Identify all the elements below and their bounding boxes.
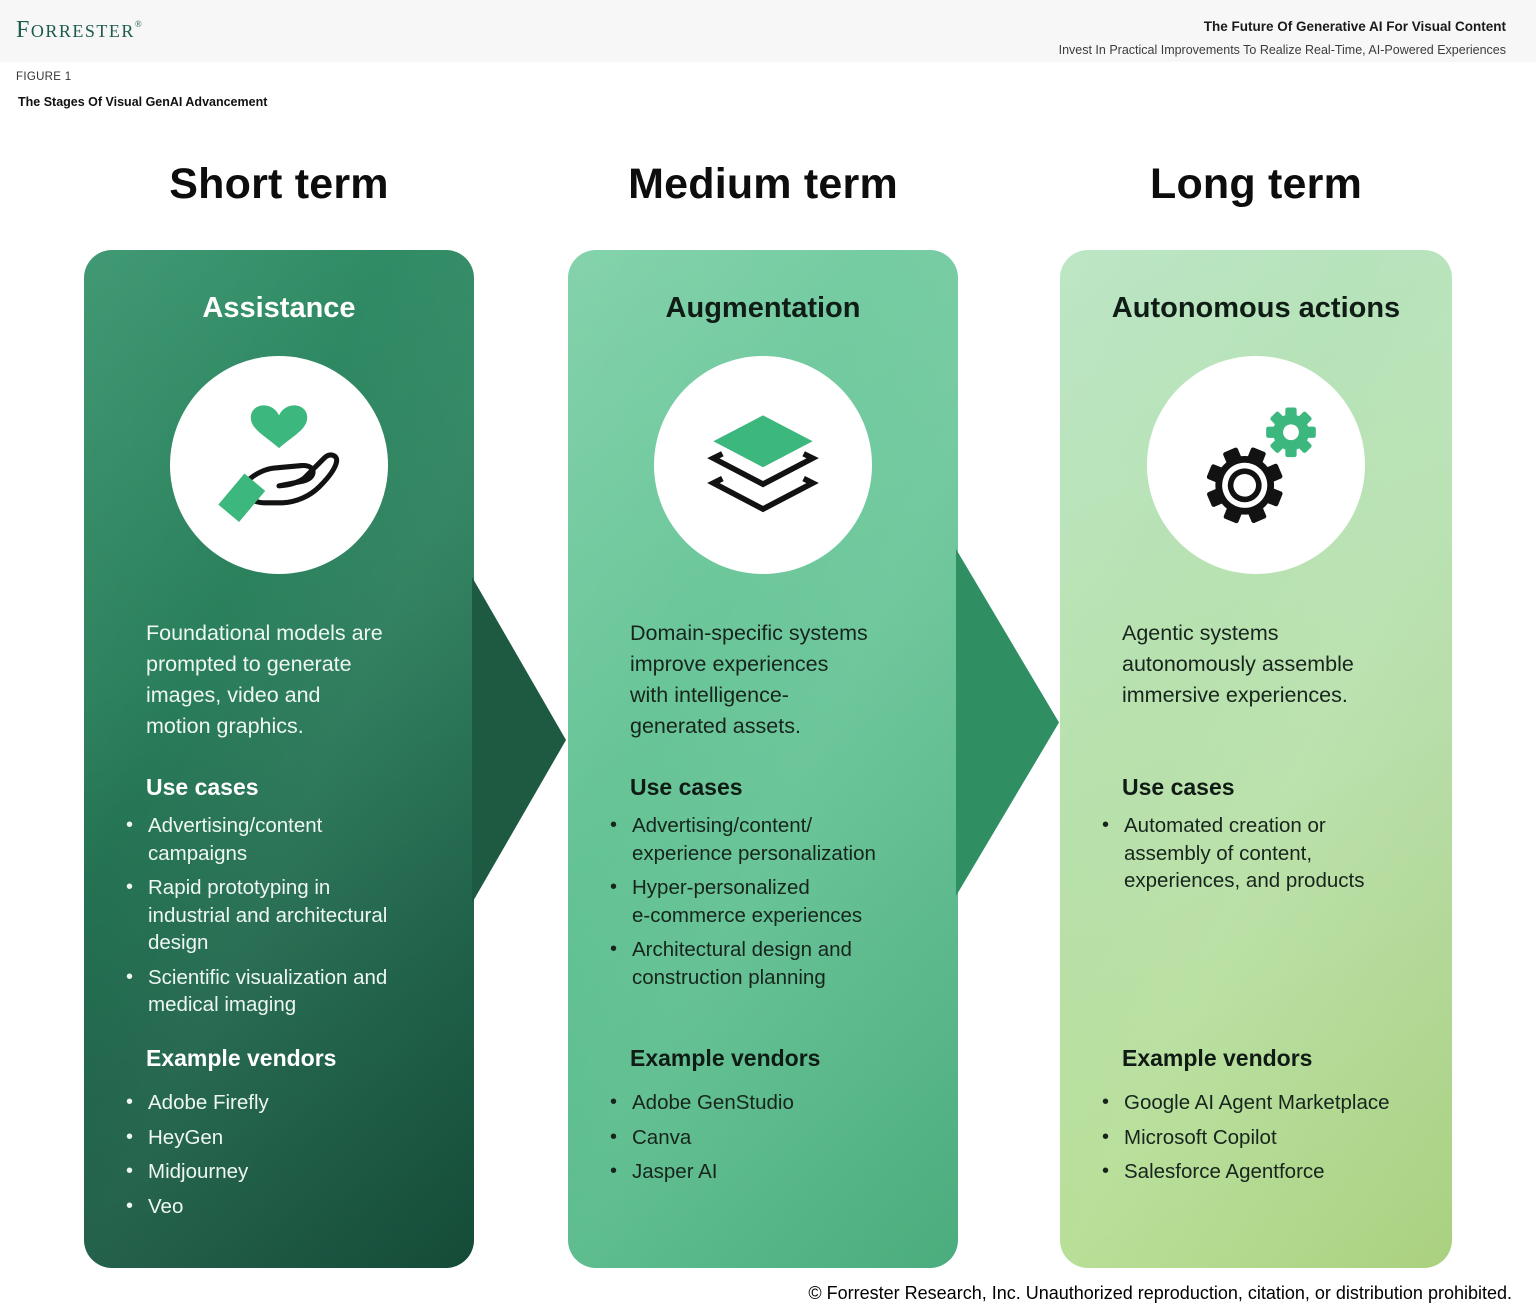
list-item: Google AI Agent Marketplace [1096,1089,1426,1117]
stage-description: Agentic systems autonomously assemble im… [1122,621,1354,707]
copyright-notice: © Forrester Research, Inc. Unauthorized … [808,1283,1512,1303]
list-item: Midjourney [120,1158,450,1186]
vendors-list: Adobe FireflyHeyGenMidjourneyVeo [120,1089,450,1227]
use-cases-list: Advertising/content campaignsRapid proto… [120,812,450,1026]
use-cases-heading: Use cases [630,774,743,800]
stage-arrow-medium-to-long [956,549,1059,896]
gears-icon [1177,386,1335,544]
list-item: Adobe GenStudio [604,1089,934,1117]
vendors-heading: Example vendors [146,1045,337,1071]
stage-card-autonomous-actions: Autonomous actions [1060,250,1452,1268]
use-cases-heading: Use cases [1122,774,1235,800]
vendors-heading: Example vendors [630,1045,821,1071]
report-header: The Future Of Generative AI For Visual C… [1059,19,1506,57]
use-cases-list: Advertising/content/ experience personal… [604,812,934,998]
list-item: Architectural design and construction pl… [604,936,934,991]
icon-circle [170,356,388,574]
report-subtitle: Invest In Practical Improvements To Real… [1058,43,1506,57]
icon-circle [1147,356,1365,574]
figure-label: FIGURE 1 [16,71,72,83]
logo-letter: F [16,17,31,43]
stage-title: Augmentation [665,292,861,324]
logo-text: ORRESTER [30,21,135,41]
vendors-list: Adobe GenStudioCanvaJasper AI [604,1089,934,1193]
layers-icon [684,386,842,544]
stage-arrow-short-to-medium [472,577,566,903]
list-item: Advertising/content campaigns [120,812,450,867]
list-item: Adobe Firefly [120,1089,450,1117]
hand-heart-icon [200,386,358,544]
term-heading: Long term [1149,160,1362,208]
registered-mark: ® [134,19,142,29]
term-heading: Medium term [628,160,898,208]
stage-title: Autonomous actions [1111,292,1401,324]
term-heading: Short term [169,160,389,208]
stage-card-assistance: Assistance Foundational models are promp… [84,250,474,1268]
column-medium-term: Medium term Augmentation Domain-specific… [568,160,958,1268]
list-item: Veo [120,1193,450,1221]
list-item: Canva [604,1124,934,1152]
vendors-list: Google AI Agent MarketplaceMicrosoft Cop… [1096,1089,1426,1193]
stage-description: Foundational models are prompted to gene… [146,621,383,738]
list-item: Automated creation or assembly of conten… [1096,812,1426,895]
list-item: Jasper AI [604,1158,934,1186]
stage-description: Domain-specific systems improve experien… [630,621,868,738]
use-cases-list: Automated creation or assembly of conten… [1096,812,1426,902]
column-long-term: Long term Autonomous actions [1060,160,1452,1268]
list-item: Microsoft Copilot [1096,1124,1426,1152]
figure-title: The Stages Of Visual GenAI Advancement [18,95,268,109]
column-short-term: Short term Assistance Foundational model… [84,160,474,1268]
use-cases-heading: Use cases [146,774,259,800]
list-item: Advertising/content/ experience personal… [604,812,934,867]
stage-card-augmentation: Augmentation Domain-specific systems imp… [568,250,958,1268]
vendors-heading: Example vendors [1122,1045,1313,1071]
icon-circle [654,356,872,574]
list-item: Salesforce Agentforce [1096,1158,1426,1186]
list-item: Hyper-personalized e-commerce experience… [604,874,934,929]
header-band: FORRESTER® The Future Of Generative AI F… [0,0,1536,62]
forrester-logo: FORRESTER® [16,17,142,44]
list-item: HeyGen [120,1124,450,1152]
stage-title: Assistance [202,292,356,324]
report-title: The Future Of Generative AI For Visual C… [1203,19,1506,34]
list-item: Scientific visualization and medical ima… [120,964,450,1019]
list-item: Rapid prototyping in industrial and arch… [120,874,450,957]
